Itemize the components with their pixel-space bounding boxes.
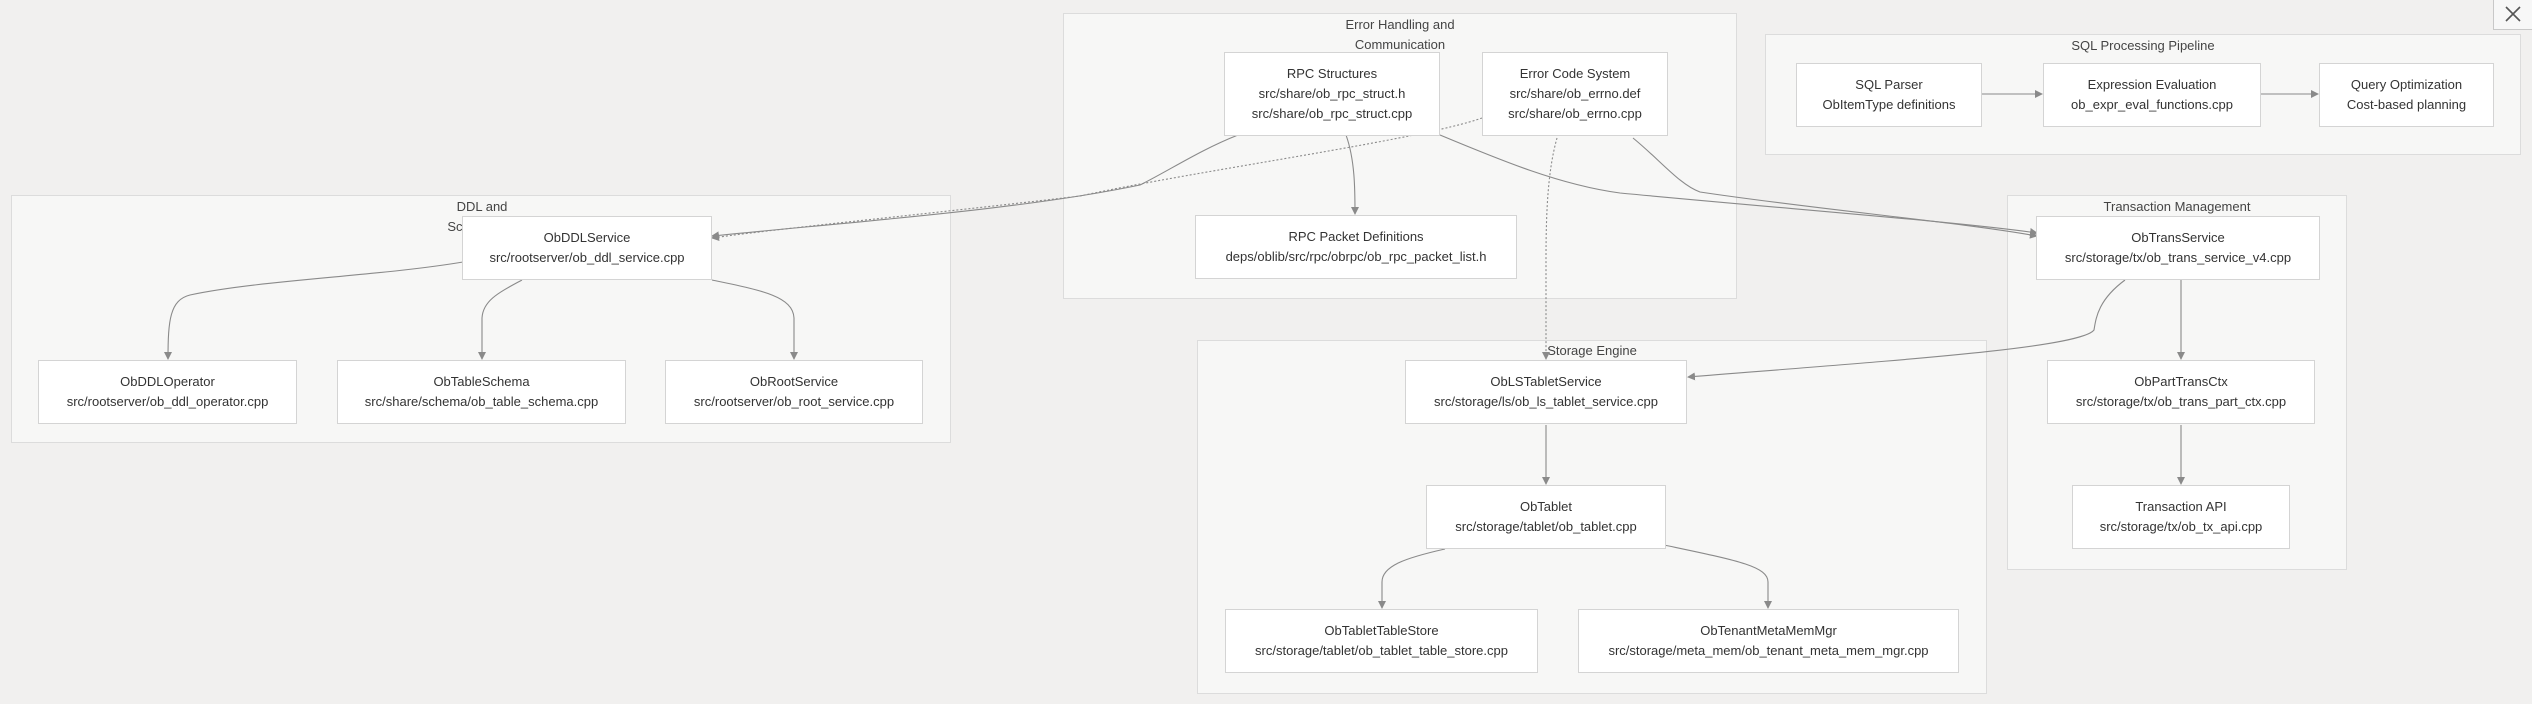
cluster-title-storage: Storage Engine [1547, 343, 1637, 358]
node-root-service-title: ObRootService [749, 374, 839, 389]
node-rpc-packet-path: deps/oblib/src/rpc/obrpc/ob_rpc_packet_l… [1225, 249, 1487, 264]
node-query-opt-sub: Cost-based planning [2346, 97, 2467, 112]
node-part-trans-ctx[interactable]: ObPartTransCtx src/storage/tx/ob_trans_p… [2047, 360, 2315, 424]
node-table-schema-path: src/share/schema/ob_table_schema.cpp [364, 394, 599, 409]
node-ddl-service-path: src/rootserver/ob_ddl_service.cpp [489, 250, 685, 265]
node-root-service[interactable]: ObRootService src/rootserver/ob_root_ser… [665, 360, 923, 424]
node-rpc-structures[interactable]: RPC Structures src/share/ob_rpc_struct.h… [1224, 52, 1440, 136]
node-expression-evaluation[interactable]: Expression Evaluation ob_expr_eval_funct… [2043, 63, 2261, 127]
cluster-title-error: Error Handling and Communication [1064, 15, 1736, 55]
close-button[interactable] [2493, 0, 2532, 30]
node-rpc-structures-title: RPC Structures [1286, 66, 1378, 81]
node-error-code-path1: src/share/ob_errno.def [1509, 86, 1641, 101]
node-table-schema[interactable]: ObTableSchema src/share/schema/ob_table_… [337, 360, 626, 424]
node-rpc-structures-path2: src/share/ob_rpc_struct.cpp [1251, 106, 1413, 121]
node-tenant-meta-mem-mgr[interactable]: ObTenantMetaMemMgr src/storage/meta_mem/… [1578, 609, 1959, 673]
node-tablet-title: ObTablet [1519, 499, 1573, 514]
node-ddl-operator[interactable]: ObDDLOperator src/rootserver/ob_ddl_oper… [38, 360, 297, 424]
node-ddl-service-title: ObDDLService [543, 230, 631, 245]
node-transaction-api[interactable]: Transaction API src/storage/tx/ob_tx_api… [2072, 485, 2290, 549]
node-tablet-path: src/storage/tablet/ob_tablet.cpp [1455, 519, 1637, 534]
node-tablet-table-store[interactable]: ObTabletTableStore src/storage/tablet/ob… [1225, 609, 1538, 673]
node-part-trans-ctx-path: src/storage/tx/ob_trans_part_ctx.cpp [2075, 394, 2287, 409]
node-ls-tablet-service-path: src/storage/ls/ob_ls_tablet_service.cpp [1433, 394, 1658, 409]
cluster-title-sql: SQL Processing Pipeline [2071, 38, 2215, 53]
node-ls-tablet-service[interactable]: ObLSTabletService src/storage/ls/ob_ls_t… [1405, 360, 1687, 424]
node-tablet-table-store-title: ObTabletTableStore [1324, 623, 1439, 638]
node-trans-service[interactable]: ObTransService src/storage/tx/ob_trans_s… [2036, 216, 2320, 280]
node-ddl-operator-title: ObDDLOperator [120, 374, 215, 389]
cluster-title-txn: Transaction Management [2103, 199, 2251, 214]
cluster-title-error-text: Error Handling and Communication [1345, 17, 1455, 52]
node-expr-eval-sub: ob_expr_eval_functions.cpp [2071, 97, 2233, 112]
node-trans-service-path: src/storage/tx/ob_trans_service_v4.cpp [2064, 250, 2292, 265]
node-query-optimization[interactable]: Query Optimization Cost-based planning [2319, 63, 2494, 127]
node-table-schema-title: ObTableSchema [433, 374, 530, 389]
node-error-code-system[interactable]: Error Code System src/share/ob_errno.def… [1482, 52, 1668, 136]
node-rpc-packet-title: RPC Packet Definitions [1288, 229, 1424, 244]
node-tablet[interactable]: ObTablet src/storage/tablet/ob_tablet.cp… [1426, 485, 1666, 549]
node-tablet-table-store-path: src/storage/tablet/ob_tablet_table_store… [1255, 643, 1508, 658]
node-tx-api-path: src/storage/tx/ob_tx_api.cpp [2099, 519, 2263, 534]
node-root-service-path: src/rootserver/ob_root_service.cpp [693, 394, 895, 409]
node-ddl-service[interactable]: ObDDLService src/rootserver/ob_ddl_servi… [462, 216, 712, 280]
node-tenant-meta-mem-title: ObTenantMetaMemMgr [1700, 623, 1837, 638]
node-sql-parser[interactable]: SQL Parser ObItemType definitions [1796, 63, 1982, 127]
node-expr-eval-title: Expression Evaluation [2087, 77, 2217, 92]
node-trans-service-title: ObTransService [2131, 230, 2225, 245]
node-error-code-path2: src/share/ob_errno.cpp [1508, 106, 1642, 121]
node-query-opt-title: Query Optimization [2350, 77, 2463, 92]
node-ls-tablet-service-title: ObLSTabletService [1490, 374, 1602, 389]
node-part-trans-ctx-title: ObPartTransCtx [2134, 374, 2228, 389]
node-tenant-meta-mem-path: src/storage/meta_mem/ob_tenant_meta_mem_… [1608, 643, 1929, 658]
node-ddl-operator-path: src/rootserver/ob_ddl_operator.cpp [66, 394, 269, 409]
node-tx-api-title: Transaction API [2135, 499, 2227, 514]
node-rpc-structures-path1: src/share/ob_rpc_struct.h [1258, 86, 1406, 101]
close-icon [2505, 6, 2521, 22]
node-sql-parser-title: SQL Parser [1855, 77, 1923, 92]
node-sql-parser-sub: ObItemType definitions [1822, 97, 1956, 112]
node-rpc-packet-definitions[interactable]: RPC Packet Definitions deps/oblib/src/rp… [1195, 215, 1517, 279]
node-error-code-title: Error Code System [1519, 66, 1631, 81]
